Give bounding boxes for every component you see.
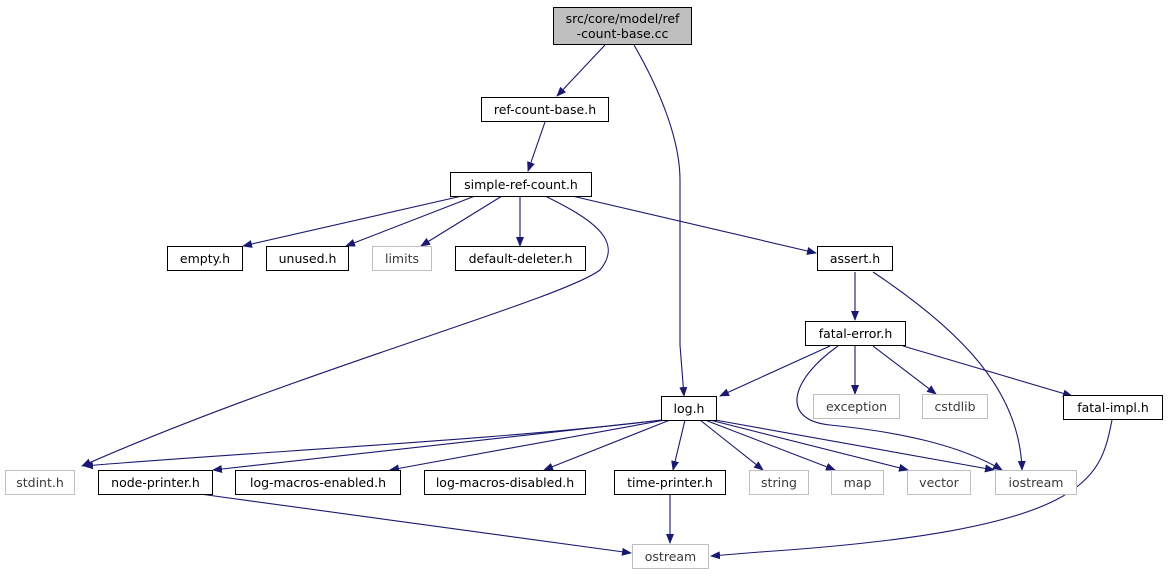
edge-log-to-string xyxy=(699,419,764,471)
edge-fatal-error-to-fatal-impl xyxy=(902,345,1073,398)
node-empty-h[interactable]: empty.h xyxy=(167,246,243,271)
edge-simple-to-unused xyxy=(345,195,476,247)
edge-log-to-vector xyxy=(709,419,909,472)
edge-root-to-log xyxy=(633,44,688,397)
node-root-file[interactable]: src/core/model/ref -count-base.cc xyxy=(553,7,692,45)
edge-log-to-log-macros-enabled xyxy=(389,419,666,473)
node-limits[interactable]: limits xyxy=(372,246,432,271)
edge-fatal-error-to-cstdlib xyxy=(872,345,937,395)
node-stdint-h[interactable]: stdint.h xyxy=(5,470,75,495)
node-ref-count-base-h[interactable]: ref-count-base.h xyxy=(481,97,609,122)
node-vector[interactable]: vector xyxy=(907,470,971,495)
edge-simple-to-empty xyxy=(242,195,463,248)
edge-assert-to-iostream xyxy=(872,271,1026,471)
edge-simple-to-limits xyxy=(420,195,503,247)
node-assert-h[interactable]: assert.h xyxy=(817,246,893,271)
node-time-printer-h[interactable]: time-printer.h xyxy=(614,470,726,495)
edge-root-to-ref-count-base xyxy=(556,44,606,97)
node-string[interactable]: string xyxy=(749,470,809,495)
edge-log-to-iostream xyxy=(714,419,995,473)
edge-simple-to-assert xyxy=(571,195,817,255)
node-ostream[interactable]: ostream xyxy=(632,544,709,569)
node-default-deleter-h[interactable]: default-deleter.h xyxy=(455,246,586,271)
edge-log-to-stdint xyxy=(83,419,663,470)
edge-node-printer-to-ostream xyxy=(199,493,632,556)
node-log-h[interactable]: log.h xyxy=(661,396,717,421)
node-fatal-error-h[interactable]: fatal-error.h xyxy=(805,321,906,346)
edge-log-to-map xyxy=(704,419,836,471)
edge-log-to-log-macros-disabled xyxy=(543,419,671,471)
edge-fatal-error-to-iostream xyxy=(796,345,1003,471)
node-simple-ref-count-h[interactable]: simple-ref-count.h xyxy=(450,172,592,197)
node-map[interactable]: map xyxy=(831,470,884,495)
node-node-printer-h[interactable]: node-printer.h xyxy=(98,470,213,495)
node-iostream[interactable]: iostream xyxy=(995,470,1077,495)
node-exception[interactable]: exception xyxy=(813,394,900,419)
edge-fatal-error-to-log xyxy=(719,345,831,397)
edge-log-to-time-printer xyxy=(671,419,686,471)
node-cstdlib[interactable]: cstdlib xyxy=(922,394,988,419)
edge-ref-count-base-to-simple-ref-count xyxy=(527,121,546,172)
node-log-macros-disabled-h[interactable]: log-macros-disabled.h xyxy=(424,470,586,495)
node-fatal-impl-h[interactable]: fatal-impl.h xyxy=(1063,395,1163,420)
node-log-macros-enabled-h[interactable]: log-macros-enabled.h xyxy=(235,470,401,495)
edge-simple-to-stdint xyxy=(81,195,609,467)
node-unused-h[interactable]: unused.h xyxy=(266,246,349,271)
edge-log-to-node-printer xyxy=(212,419,663,473)
edge-fatal-impl-to-ostream xyxy=(710,419,1113,560)
